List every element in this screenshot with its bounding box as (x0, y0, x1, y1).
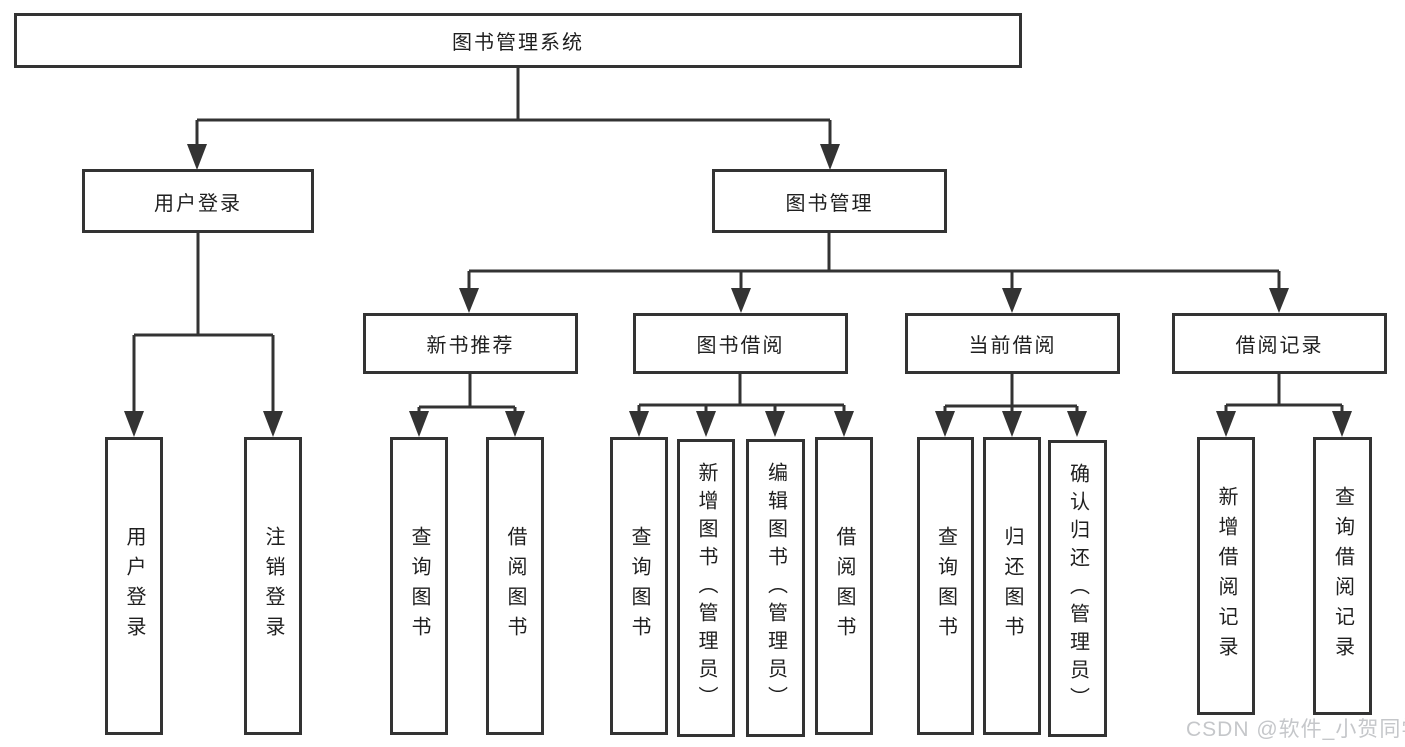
leaf-query-books-recommend: 查询图书 (390, 437, 448, 735)
watermark: CSDN @软件_小贺同学 (1186, 718, 1405, 741)
node-borrow-records-label: 借阅记录 (1235, 335, 1324, 357)
leaf-confirm-return-admin-label: 确认归还（管理员） (1066, 462, 1089, 715)
leaf-borrow-books-borrow-label: 借阅图书 (833, 526, 855, 646)
leaf-query-books-borrow: 查询图书 (610, 437, 668, 735)
node-current-borrow-label: 当前借阅 (968, 335, 1057, 357)
leaf-edit-book-admin: 编辑图书（管理员） (746, 439, 805, 737)
connector-book-borrow-to-leaves (629, 374, 854, 437)
leaf-add-borrow-record: 新增借阅记录 (1197, 437, 1255, 715)
leaf-add-book-admin: 新增图书（管理员） (677, 439, 735, 737)
node-current-borrow: 当前借阅 (905, 313, 1120, 374)
node-new-book-recommend-label: 新书推荐 (426, 335, 515, 357)
leaf-return-book-label: 归还图书 (1001, 526, 1023, 646)
node-book-management-branch: 图书管理 (712, 169, 947, 233)
connector-current-borrow-to-leaves (935, 374, 1087, 437)
node-user-login-branch: 用户登录 (82, 169, 314, 233)
leaf-edit-book-admin-label: 编辑图书（管理员） (764, 462, 787, 714)
leaf-query-borrow-record-label: 查询借阅记录 (1331, 486, 1354, 666)
leaf-user-login-label: 用户登录 (123, 526, 145, 646)
node-root-system: 图书管理系统 (14, 13, 1022, 68)
leaf-confirm-return-admin: 确认归还（管理员） (1048, 440, 1107, 737)
connector-root-to-level2 (187, 68, 840, 170)
node-borrow-records: 借阅记录 (1172, 313, 1387, 374)
node-book-borrow: 图书借阅 (633, 313, 848, 374)
connector-borrow-records-to-leaves (1216, 374, 1352, 437)
node-new-book-recommend: 新书推荐 (363, 313, 578, 374)
node-root-label: 图书管理系统 (452, 32, 584, 54)
leaf-query-books-current: 查询图书 (917, 437, 974, 735)
leaf-query-books-current-label: 查询图书 (934, 526, 957, 646)
leaf-add-borrow-record-label: 新增借阅记录 (1215, 486, 1237, 666)
leaf-logout-login-label: 注销登录 (262, 526, 284, 646)
leaf-add-book-admin-label: 新增图书（管理员） (695, 462, 717, 714)
connector-user-login-to-leaves (124, 233, 283, 437)
leaf-user-login: 用户登录 (105, 437, 163, 735)
leaf-query-books-borrow-label: 查询图书 (628, 526, 650, 646)
leaf-query-books-recommend-label: 查询图书 (408, 526, 430, 646)
connector-new-book-recommend-to-leaves (409, 374, 525, 437)
leaf-borrow-books-recommend-label: 借阅图书 (504, 526, 526, 646)
node-book-management-label: 图书管理 (785, 192, 874, 215)
node-user-login-label: 用户登录 (154, 192, 242, 215)
leaf-return-book: 归还图书 (983, 437, 1041, 735)
node-book-borrow-label: 图书借阅 (696, 335, 785, 357)
leaf-logout-login: 注销登录 (244, 437, 302, 735)
leaf-query-borrow-record: 查询借阅记录 (1313, 437, 1372, 715)
connector-book-management-to-level3 (459, 233, 1289, 313)
leaf-borrow-books-recommend: 借阅图书 (486, 437, 544, 735)
leaf-borrow-books-borrow: 借阅图书 (815, 437, 873, 735)
